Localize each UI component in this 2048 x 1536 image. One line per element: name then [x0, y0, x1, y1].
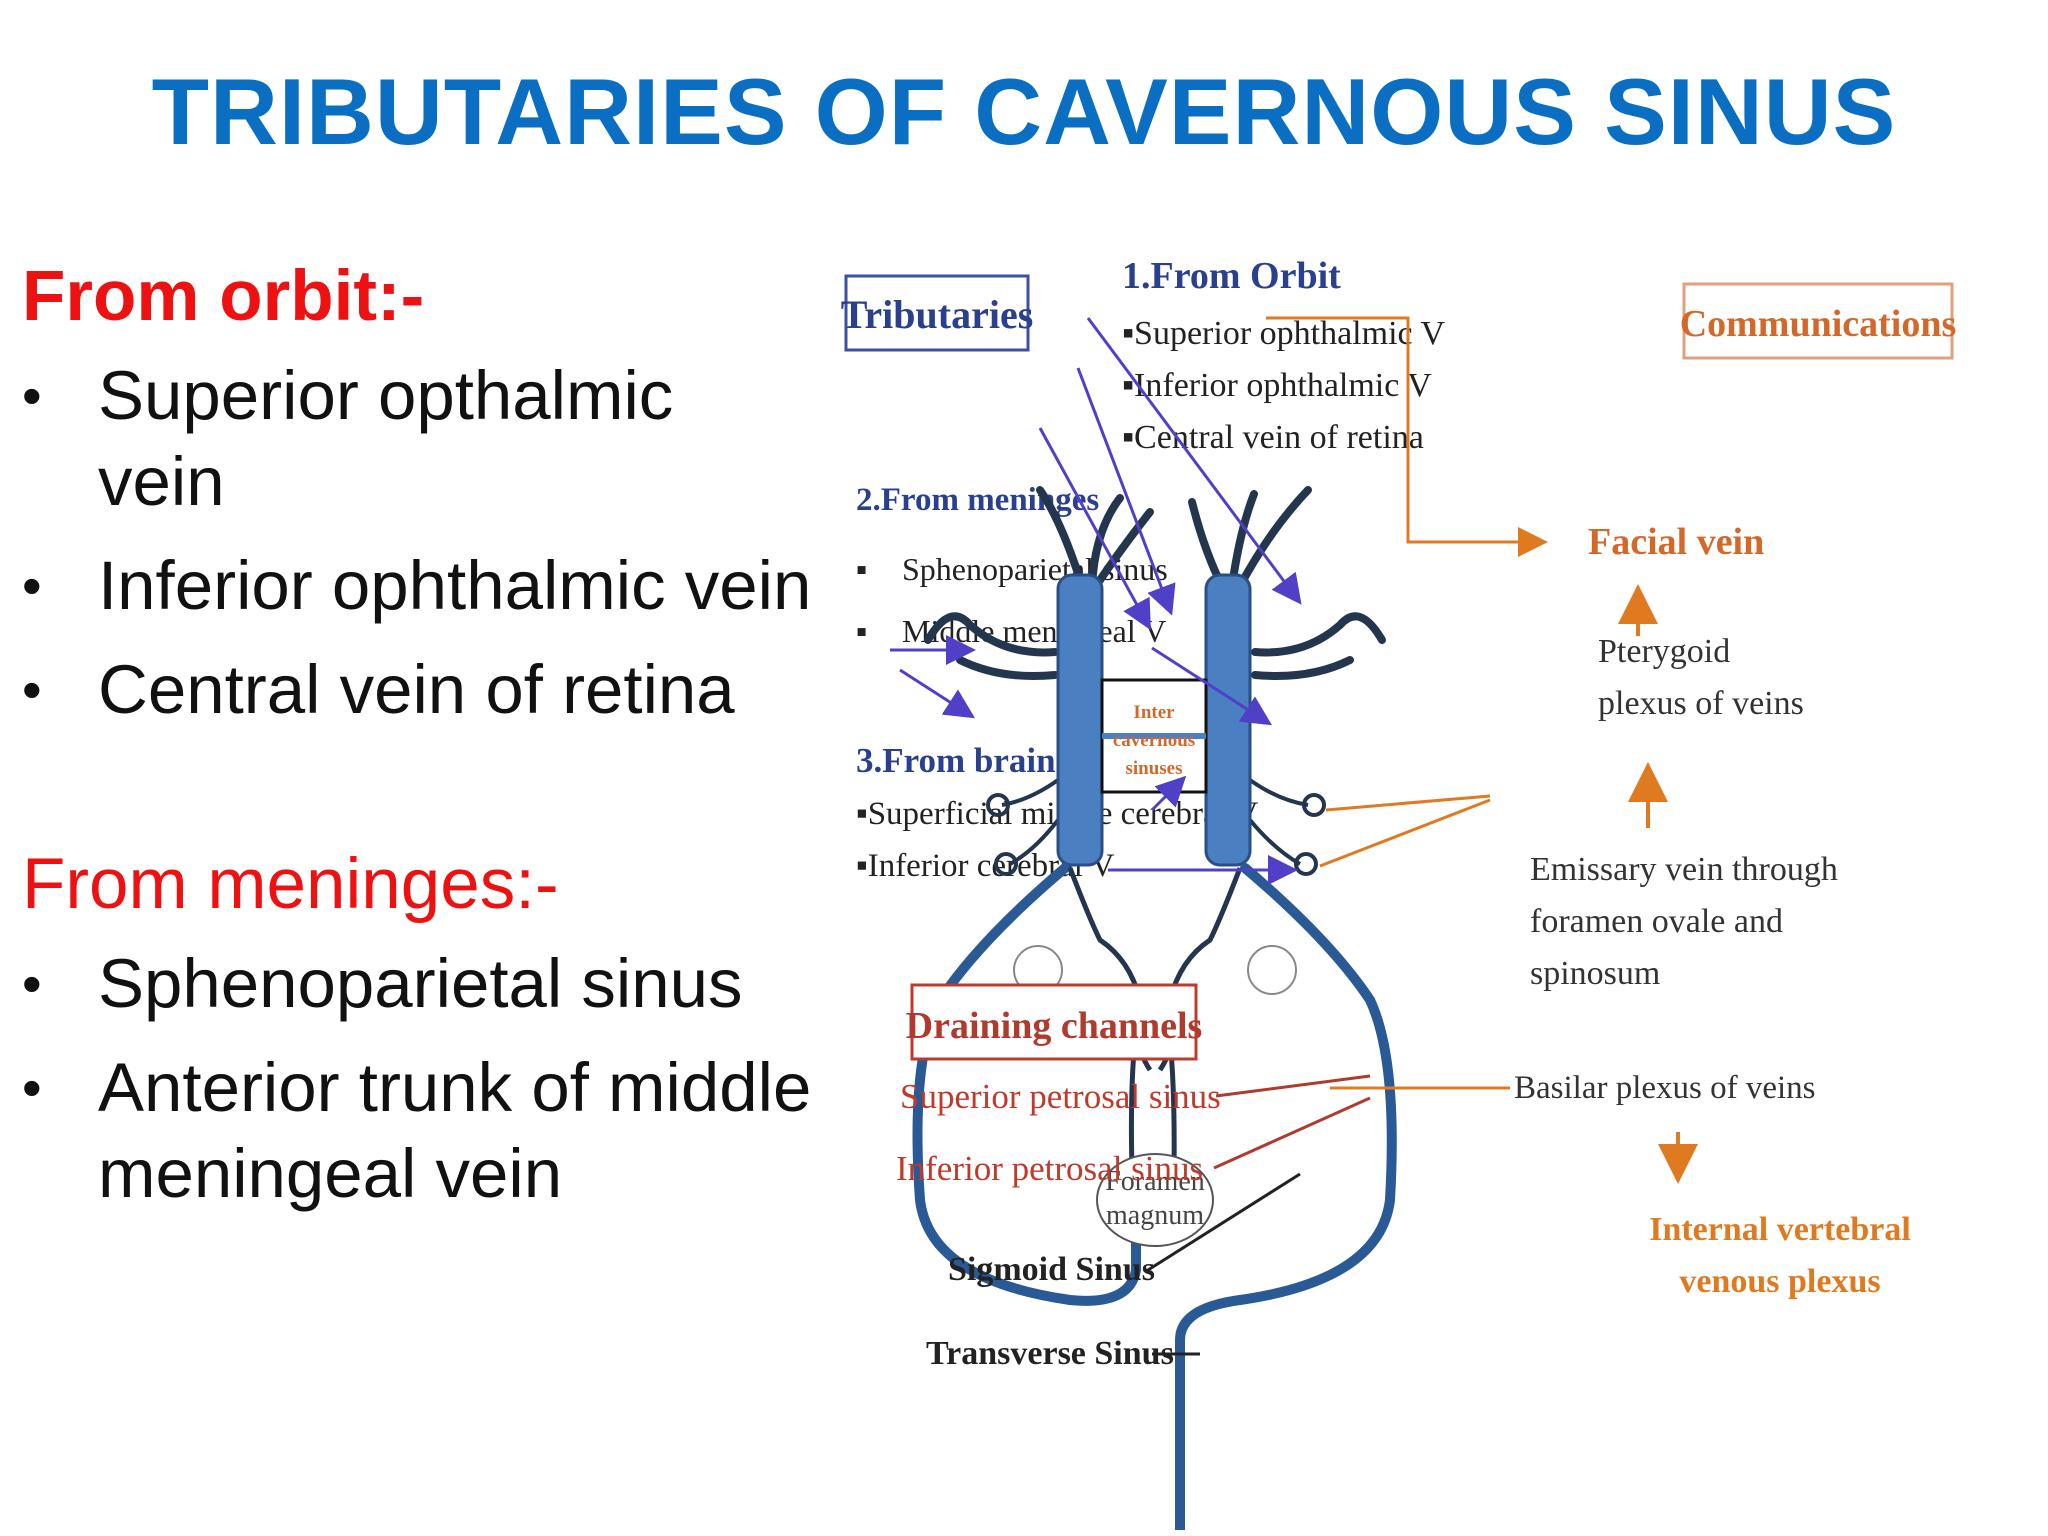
bullet-icon: •	[22, 364, 42, 427]
section-orbit: From orbit:- • Superior opthalmic vein • I…	[22, 255, 812, 733]
meninges-group-title: 2.From meninges	[856, 482, 1099, 518]
communications-label: Communications	[1680, 303, 1957, 345]
orbit-group-title: 1.From Orbit	[1122, 255, 1341, 297]
orbit-group-item: ▪Central vein of retina	[1122, 419, 1424, 456]
tributaries-box	[844, 274, 1030, 352]
superior-petrosal-label: Superior petrosal sinus	[900, 1077, 1221, 1116]
emissary-pointer-lines	[1319, 794, 1491, 868]
intercavernous-label: sinuses	[1125, 758, 1182, 779]
tributary-arrows	[890, 317, 1302, 885]
basilar-label: Basilar plexus of veins	[1514, 1070, 1816, 1106]
intercavernous-label: cavernous	[1113, 730, 1195, 751]
list-item-text: Central vein of retina	[98, 651, 735, 728]
left-text-panel: From orbit:- • Superior opthalmic vein • I…	[22, 255, 812, 1235]
facial-vein-label: Facial vein	[1588, 521, 1764, 563]
pterygoid-label: plexus of veins	[1598, 685, 1804, 722]
bullet-icon: •	[22, 658, 42, 721]
communications-box	[1682, 282, 1954, 360]
sigmoid-sinus-label: Sigmoid Sinus	[948, 1251, 1155, 1288]
intercavernous-label: Inter	[1133, 702, 1175, 723]
list-item: • Central vein of retina	[22, 647, 812, 733]
list-item-text: Superior opthalmic vein	[98, 357, 674, 520]
foramen-magnum	[1096, 1153, 1214, 1247]
bullet-icon: ▪	[856, 551, 867, 587]
brain-group-title: 3.From brain	[856, 741, 1056, 780]
pterygoid-label: Pterygoid	[1598, 633, 1730, 670]
section-meninges: From meninges:- • Sphenoparietal sinus • A…	[22, 843, 812, 1217]
left-cavernous-sinus	[1056, 573, 1104, 867]
orbit-group-item: ▪Inferior ophthalmic V	[1122, 367, 1432, 404]
meninges-group-item: Sphenoparietal sinus	[902, 551, 1168, 587]
list-item: • Inferior ophthalmic vein	[22, 543, 812, 629]
tributaries-label: Tributaries	[841, 292, 1034, 337]
meninges-heading: From meninges:-	[22, 845, 559, 924]
orbit-group-item: ▪Superior ophthalmic V	[1122, 315, 1445, 352]
foramen-label: magnum	[1106, 1200, 1204, 1231]
emissary-label: foramen ovale and	[1530, 903, 1783, 940]
meninges-list: • Sphenoparietal sinus • Anterior trunk of…	[22, 941, 812, 1217]
foramen-label: Foramen	[1105, 1166, 1205, 1197]
internal-vertebral-label: Internal vertebral	[1649, 1211, 1911, 1248]
orbit-heading: From orbit:-	[22, 257, 425, 336]
orbit-list: • Superior opthalmic vein • Inferior ophth…	[22, 353, 812, 733]
right-foramen-circle	[1247, 945, 1297, 995]
list-item-text: Anterior trunk of middle meningeal vein	[98, 1049, 812, 1212]
facial-vein-connector	[1266, 316, 1548, 557]
bullet-icon: •	[22, 1056, 42, 1119]
emissary-label: Emissary vein through	[1530, 851, 1838, 888]
bullet-icon: •	[22, 554, 42, 617]
right-cavernous-sinus	[1204, 573, 1252, 867]
list-item: • Superior opthalmic vein	[22, 353, 812, 525]
list-item: • Sphenoparietal sinus	[22, 941, 812, 1027]
bullet-icon: •	[22, 952, 42, 1015]
internal-vertebral-label: venous plexus	[1679, 1263, 1880, 1300]
list-item-text: Inferior ophthalmic vein	[98, 547, 812, 624]
petrosal-pointer-lines	[1213, 1074, 1371, 1170]
draining-channels-label: Draining channels	[906, 1005, 1203, 1047]
inferior-petrosal-label: Inferior petrosal sinus	[896, 1149, 1203, 1188]
cavernous-sinus-diagram: Tributaries Communications 1.From Orbit …	[841, 255, 1957, 1530]
transverse-sigmoid-sinus	[912, 863, 1397, 1530]
draining-channels-box	[910, 983, 1198, 1061]
bullet-icon: ▪	[856, 613, 867, 649]
transverse-sinus-label: Transverse Sinus	[926, 1335, 1174, 1372]
emissary-label: spinosum	[1530, 955, 1660, 992]
list-item: • Anterior trunk of middle meningeal vein	[22, 1045, 812, 1217]
list-item-text: Sphenoparietal sinus	[98, 945, 743, 1022]
slide-title: TRIBUTARIES OF CAVERNOUS SINUS	[151, 59, 1897, 164]
sigmoid-pointer-line	[1147, 1172, 1301, 1272]
